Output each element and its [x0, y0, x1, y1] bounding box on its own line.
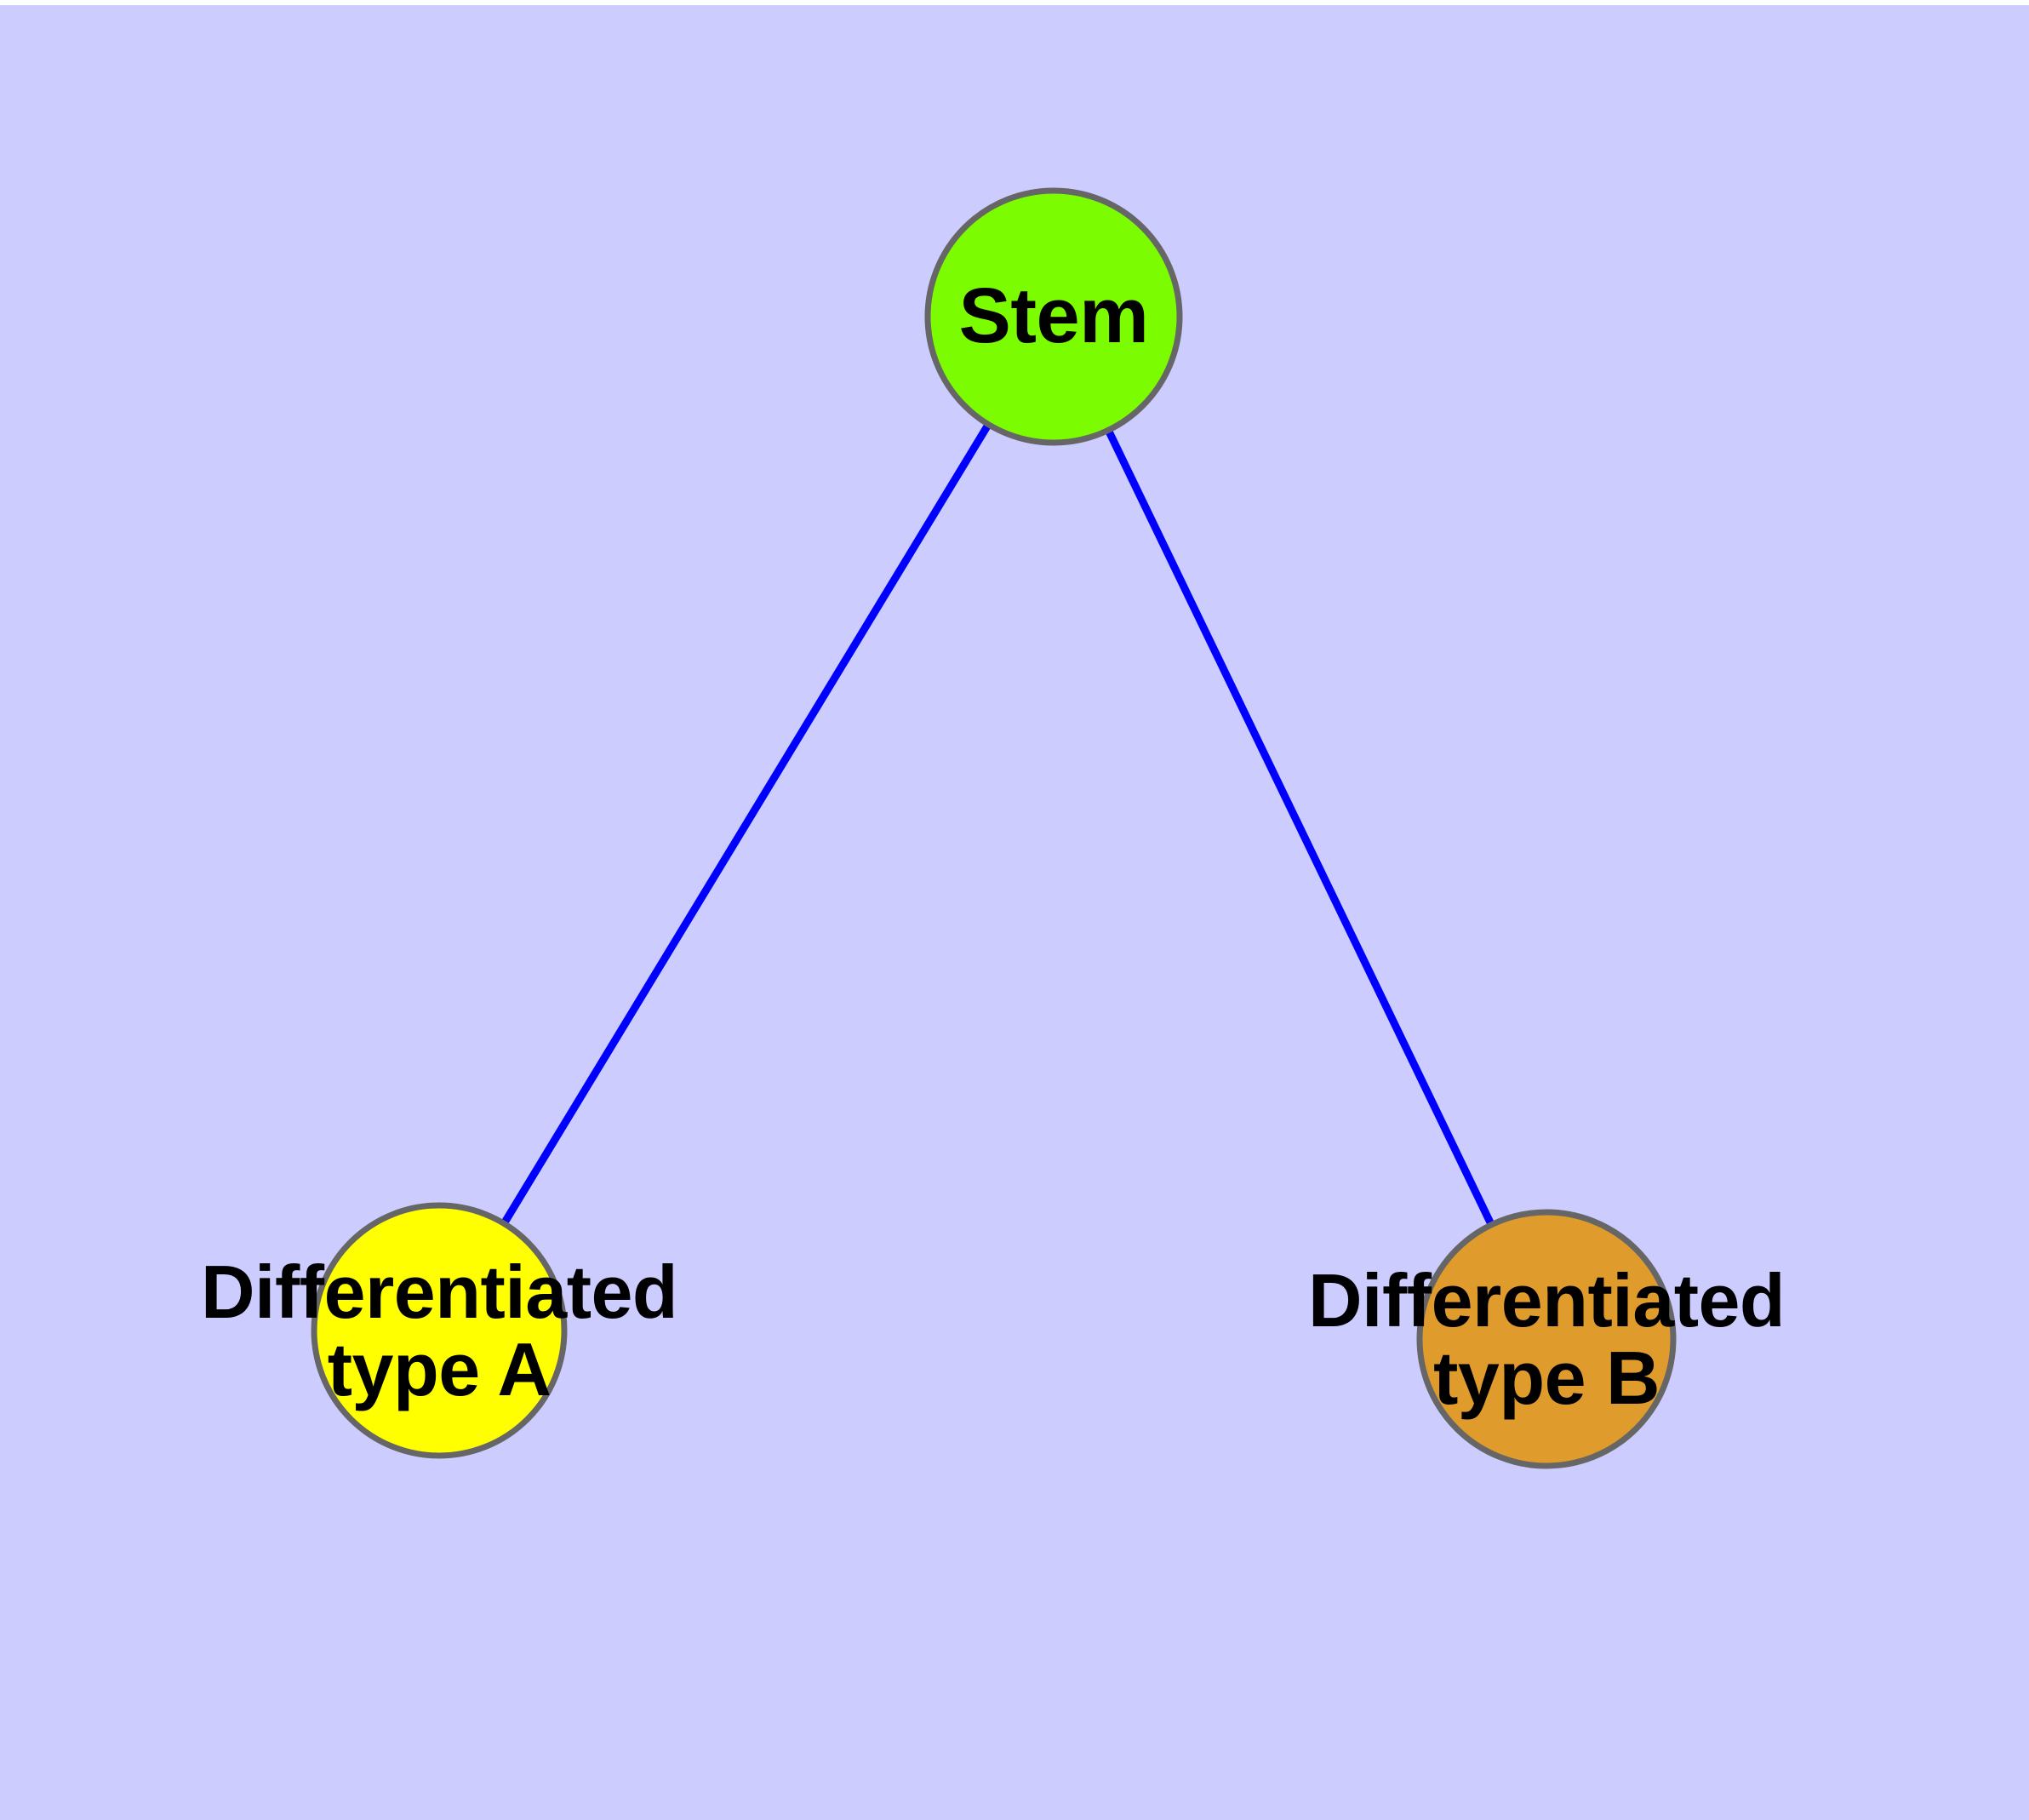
nodes-layer	[311, 187, 1677, 1469]
graph-node-diff_a[interactable]	[311, 1202, 568, 1459]
edges-layer	[436, 314, 1551, 1341]
graph-edge	[1049, 315, 1551, 1341]
graph-edge	[436, 314, 1057, 1333]
graph-node-stem[interactable]	[924, 187, 1183, 446]
graph-node-diff_b[interactable]	[1416, 1209, 1677, 1469]
